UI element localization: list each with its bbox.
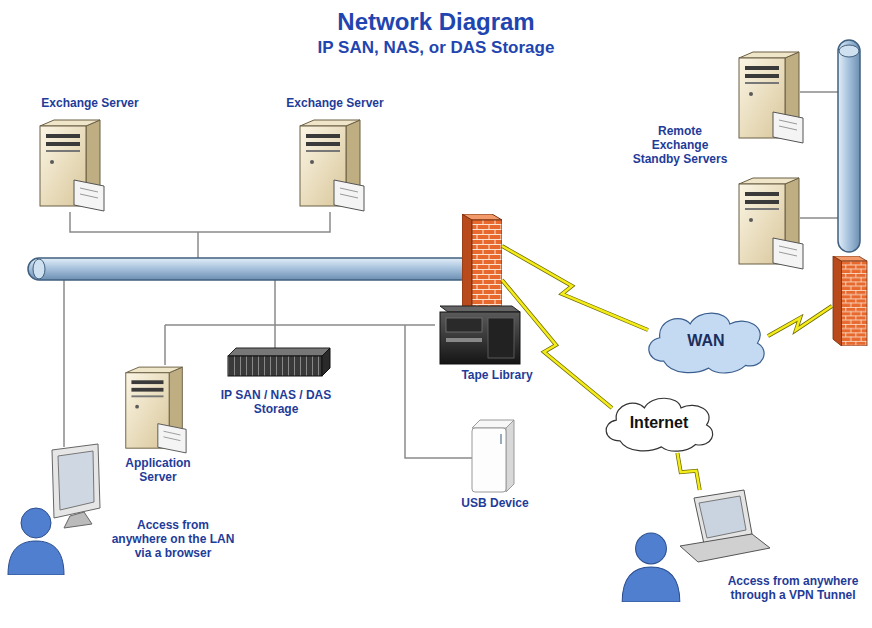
node-label: Exchange Server: [30, 96, 150, 110]
node-label: Exchange Server: [275, 96, 395, 110]
application-server-node: Application Server: [108, 360, 208, 490]
server-node: Exchange Server: [275, 94, 395, 216]
internet-cloud: Internet: [598, 392, 720, 453]
link-outline: [677, 453, 699, 490]
lan-user-node: Access from anywhere on the LAN via a br…: [4, 440, 244, 582]
diagram-subtitle: IP SAN, NAS, or DAS Storage: [0, 38, 872, 58]
standby-servers-node: Remote Exchange Standby Servers: [628, 122, 732, 174]
node-label: USB Device: [440, 496, 550, 510]
node-label: Application Server: [108, 456, 208, 484]
cloud-label: WAN: [640, 306, 772, 375]
node-label: Access from anywhere through a VPN Tunne…: [720, 574, 866, 602]
node-label: Access from anywhere on the LAN via a br…: [108, 518, 238, 560]
node-label: IP SAN / NAS / DAS Storage: [220, 388, 332, 416]
usb-device-node: USB Device: [440, 416, 550, 514]
wan-cloud: WAN: [640, 306, 772, 375]
node-label: Tape Library: [442, 368, 552, 382]
node-label: Remote Exchange Standby Servers: [628, 124, 732, 166]
wireless-link: [677, 453, 699, 490]
vpn-user-node: Access from anywhere through a VPN Tunne…: [612, 490, 868, 624]
server-node: Exchange Server: [30, 94, 150, 216]
cloud-label: Internet: [598, 392, 720, 453]
link-bolt: [677, 453, 699, 490]
storage-node: IP SAN / NAS / DAS Storage: [212, 344, 338, 436]
tape-library-node: Tape Library: [432, 302, 552, 388]
diagram-title: Network Diagram: [0, 8, 872, 36]
